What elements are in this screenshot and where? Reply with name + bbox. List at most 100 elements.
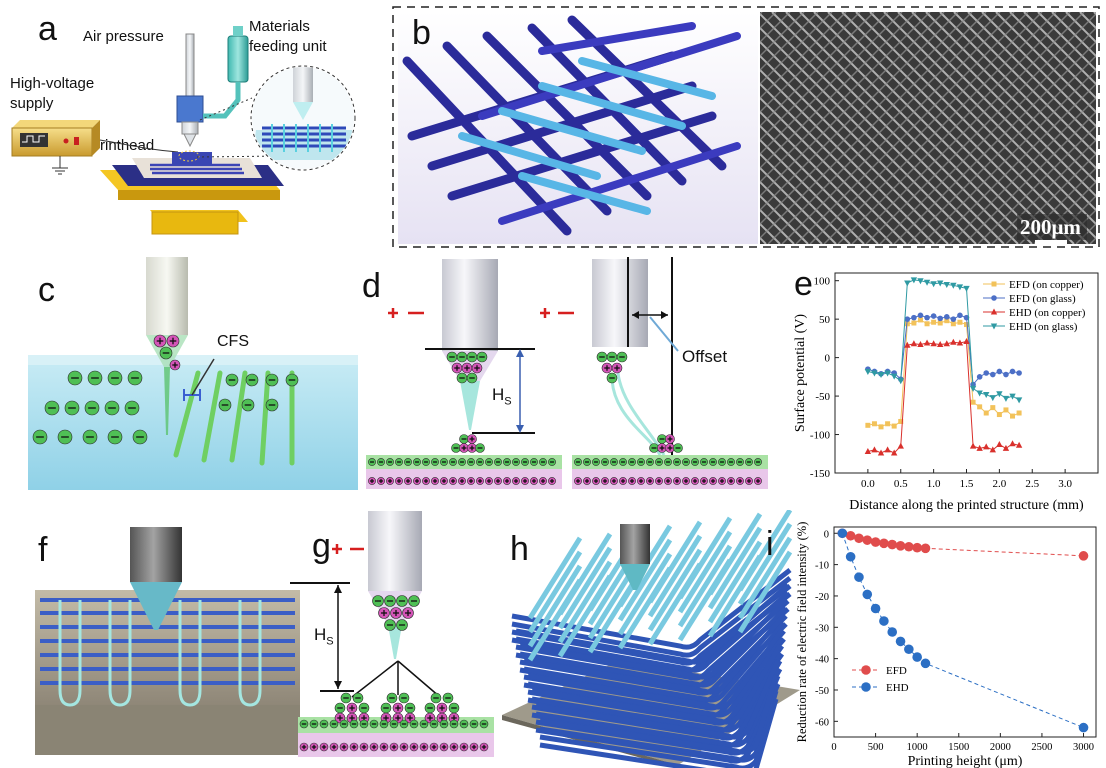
scaffold-strand [647,548,703,632]
data-point [1078,551,1089,561]
data-point [963,337,970,344]
scaffold-strand [557,560,613,644]
panel-label-f: f [38,531,48,569]
data-point [871,370,878,377]
y-tick-label: -30 [815,623,829,634]
scaffold-strand [535,667,781,748]
panel-label-a: a [38,10,57,48]
scaffold-illustration [392,6,1100,248]
data-point [879,616,889,626]
x-axis-label: Distance along the printed structure (mm… [849,498,1084,513]
data-point [989,446,996,453]
hs-label-sub: S [504,395,512,408]
data-point [854,572,864,582]
data-point [969,442,977,449]
y-tick-label: -100 [810,430,831,442]
data-point [879,538,889,549]
data-point [1002,395,1010,402]
scaffold-strand [647,534,703,618]
data-point [943,314,950,320]
data-point [911,314,917,321]
data-point [864,447,872,454]
data-point [912,542,922,553]
data-point [950,316,957,322]
data-point [917,312,924,319]
data-point [904,321,910,327]
stacked-scaffold-illustration [502,510,800,768]
data-point [865,422,871,428]
data-point [989,395,996,402]
data-point [937,315,943,322]
data-point [884,446,891,453]
data-point [845,551,856,562]
data-point [1003,407,1009,413]
data-point [930,281,937,288]
offset-illustration [366,257,768,489]
data-point [917,278,924,285]
scaffold-strand [519,598,788,680]
materials-label-line2: feeding unit [249,38,327,55]
data-point [996,391,1003,398]
hs-label-g-main: H [314,625,327,644]
scaffold-strand [707,540,763,624]
data-point [950,321,956,327]
data-point [996,368,1003,375]
data-point [887,539,898,550]
data-point [854,533,864,544]
data-point [891,423,897,429]
hs-label-g-sub: S [326,635,334,648]
data-point [937,280,944,287]
scaffold-strand [539,682,779,763]
panel-b: b 200μm [392,6,1102,250]
x-tick-label: 0.5 [894,478,908,490]
data-point [964,322,969,328]
serpentine-print-illustration [0,515,300,765]
legend-marker [991,281,997,287]
y-axis-label: Surface potential (V) [793,314,808,433]
data-point [870,603,881,614]
data-point [904,316,911,322]
data-point [912,652,922,662]
data-point [898,418,904,424]
data-point [950,338,957,345]
data-point [910,340,918,347]
data-point [970,399,976,405]
legend-label: EFD [886,665,907,677]
series-line [841,533,1084,729]
data-point [1003,371,1009,378]
y-tick-label: 0 [824,529,829,540]
scaffold-strand [737,522,793,606]
data-point [917,317,923,323]
scaffold-strand [539,674,779,755]
scaffold-strand [531,643,783,725]
data-point [878,424,884,430]
data-point [890,449,898,456]
data-point [957,319,963,325]
x-axis-label: Printing height (μm) [908,754,1023,768]
legend-marker [861,682,871,692]
legend-label: EHD [886,682,909,694]
hs-label: HS [492,385,512,408]
data-point [1009,440,1016,447]
data-point [845,530,856,541]
data-point [1009,368,1016,375]
data-point [887,627,898,637]
data-point [956,339,964,346]
data-point [996,412,1002,418]
data-point [1015,397,1023,404]
y-tick-label: -10 [815,561,829,572]
scaffold-strand [523,613,786,695]
panel-h: h [500,510,800,768]
y-tick-label: -60 [815,717,829,728]
data-point [937,320,943,326]
data-point [871,421,877,427]
data-point [976,390,983,397]
scaffold-strand [617,538,673,622]
data-point [895,636,906,647]
panel-label-g: g [312,527,331,565]
data-point [1009,393,1016,400]
scaffold-strand [531,651,783,733]
air-pressure-label: Air pressure [83,28,164,45]
